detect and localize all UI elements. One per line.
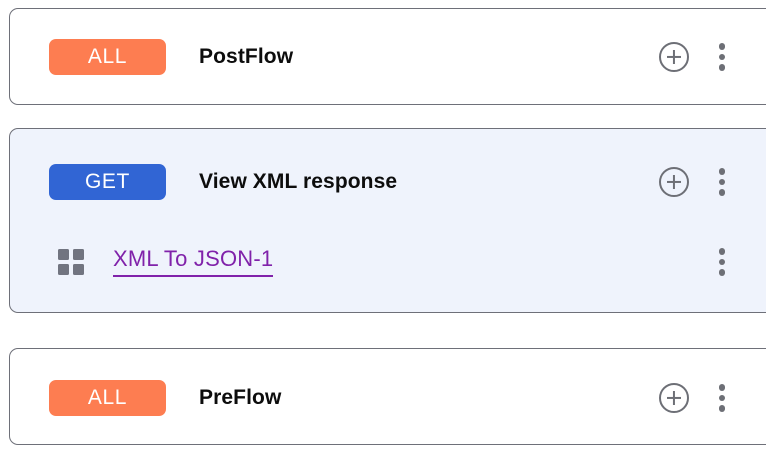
kebab-dot — [718, 258, 726, 266]
add-step-button[interactable] — [659, 383, 689, 413]
kebab-dot — [718, 269, 726, 276]
plus-circle-icon — [659, 42, 689, 72]
flow-header-row[interactable]: ALL PreFlow — [10, 369, 766, 427]
kebab-dot — [718, 394, 726, 402]
method-badge-get: GET — [49, 164, 166, 200]
kebab-menu-icon[interactable] — [711, 383, 733, 413]
kebab-dot — [718, 405, 726, 412]
grid-square — [58, 264, 69, 275]
flow-title: View XML response — [199, 170, 398, 193]
kebab-menu-icon[interactable] — [711, 247, 733, 277]
flow-actions — [659, 42, 766, 72]
plus-circle-icon — [659, 383, 689, 413]
grid-square — [73, 264, 84, 275]
flow-card-preflow[interactable]: ALL PreFlow — [9, 348, 766, 445]
policy-link-xml-to-json-1[interactable]: XML To JSON-1 — [113, 247, 274, 277]
policy-actions — [711, 247, 766, 277]
flow-title: PostFlow — [199, 45, 294, 68]
kebab-dot — [718, 53, 726, 61]
grid-square — [73, 249, 84, 260]
kebab-dot — [718, 43, 726, 50]
policy-grid-icon — [58, 249, 84, 275]
kebab-dot — [718, 248, 726, 255]
kebab-dot — [718, 178, 726, 186]
kebab-dot — [718, 189, 726, 196]
grid-square — [58, 249, 69, 260]
add-step-button[interactable] — [659, 167, 689, 197]
flow-card-view-xml-response[interactable]: GET View XML response XML To JSON — [9, 128, 766, 313]
add-step-button[interactable] — [659, 42, 689, 72]
kebab-menu-icon[interactable] — [711, 167, 733, 197]
flow-header-row[interactable]: ALL PostFlow — [10, 28, 766, 86]
flow-actions — [659, 167, 766, 197]
flow-card-postflow[interactable]: ALL PostFlow — [9, 8, 766, 105]
flow-actions — [659, 383, 766, 413]
method-badge-all: ALL — [49, 380, 166, 416]
kebab-dot — [718, 64, 726, 71]
flow-header-row[interactable]: GET View XML response — [10, 153, 766, 211]
plus-circle-icon — [659, 167, 689, 197]
kebab-dot — [718, 168, 726, 175]
policy-row[interactable]: XML To JSON-1 — [10, 237, 766, 287]
kebab-dot — [718, 384, 726, 391]
flow-title: PreFlow — [199, 386, 282, 409]
method-badge-all: ALL — [49, 39, 166, 75]
kebab-menu-icon[interactable] — [711, 42, 733, 72]
